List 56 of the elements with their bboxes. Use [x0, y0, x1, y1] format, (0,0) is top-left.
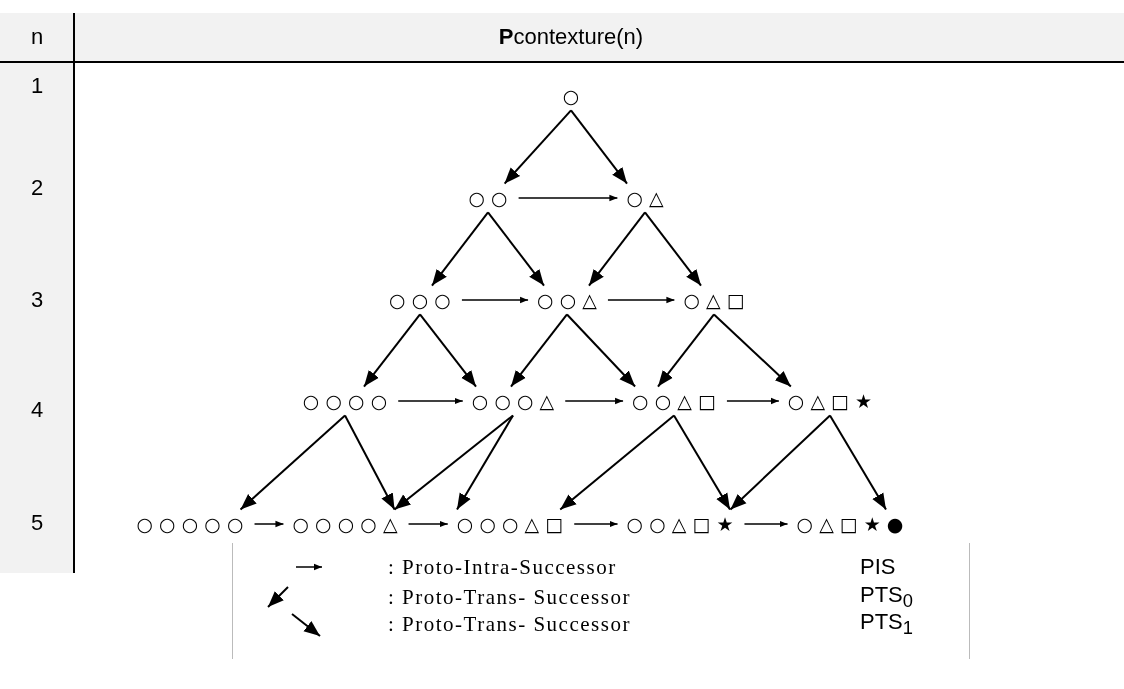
arrow — [657, 313, 715, 388]
row-number: 1 — [30, 73, 44, 99]
arrow — [456, 414, 514, 511]
arrow — [673, 414, 731, 511]
column-header: Pcontexture(n) — [498, 24, 644, 50]
symbol-string: ○ ○ ○ △ □ — [455, 513, 565, 535]
arrow — [344, 414, 396, 511]
symbol-string: ○ ○ — [467, 187, 509, 209]
arrow — [726, 397, 780, 405]
row-number: 3 — [30, 287, 44, 313]
row-number: 5 — [30, 510, 44, 536]
arrow — [461, 296, 529, 304]
symbol-string: ○ ○ △ □ — [631, 390, 717, 412]
arrow — [239, 414, 346, 511]
symbol-string: ○ ○ △ □ ★ — [625, 513, 735, 535]
arrow — [829, 414, 887, 511]
arrow — [607, 296, 676, 304]
arrow — [253, 520, 285, 528]
symbol-string: ○ △ □ ★ — [786, 390, 874, 412]
arrow — [503, 109, 572, 185]
arrow — [566, 313, 637, 388]
arrow — [644, 211, 702, 287]
symbol-string: ○ ○ △ — [536, 289, 598, 311]
arrow — [431, 211, 489, 287]
arrow — [363, 313, 421, 388]
symbol-string: ○ ○ ○ ○ △ — [291, 513, 399, 535]
arrow — [510, 313, 568, 388]
column-header: n — [30, 24, 44, 50]
symbol-string: ○ ○ ○ △ — [470, 390, 556, 412]
symbol-string: ○ ○ ○ ○ — [301, 390, 389, 412]
arrow — [559, 414, 675, 511]
abbreviation: PIS — [860, 554, 896, 580]
arrow — [743, 520, 789, 528]
legend-text: : Proto-Trans- Successor — [388, 584, 631, 610]
arrow — [573, 520, 619, 528]
arrow — [517, 194, 619, 202]
arrow — [393, 414, 514, 511]
symbol-string: ○ △ — [625, 187, 665, 209]
row-number: 2 — [30, 175, 44, 201]
arrow — [397, 397, 464, 405]
arrow — [487, 211, 545, 287]
legend-text: : Proto-Trans- Successor — [388, 611, 631, 637]
symbol-string: ○ — [561, 85, 581, 107]
legend-text: : Proto-Intra-Successor — [388, 554, 617, 580]
arrow — [407, 520, 449, 528]
symbol-string: ○ ○ ○ ○ ○ — [135, 513, 245, 535]
arrow — [419, 313, 477, 388]
arrow — [713, 313, 792, 388]
symbol-string: ○ ○ ○ — [388, 289, 452, 311]
arrow — [588, 211, 646, 287]
arrow — [564, 397, 624, 405]
symbol-string: ○ △ □ — [682, 289, 746, 311]
arrow — [570, 109, 628, 185]
symbol-string: ○ △ □ ★ ● — [795, 513, 905, 535]
arrow — [729, 414, 831, 511]
row-number: 4 — [30, 397, 44, 423]
